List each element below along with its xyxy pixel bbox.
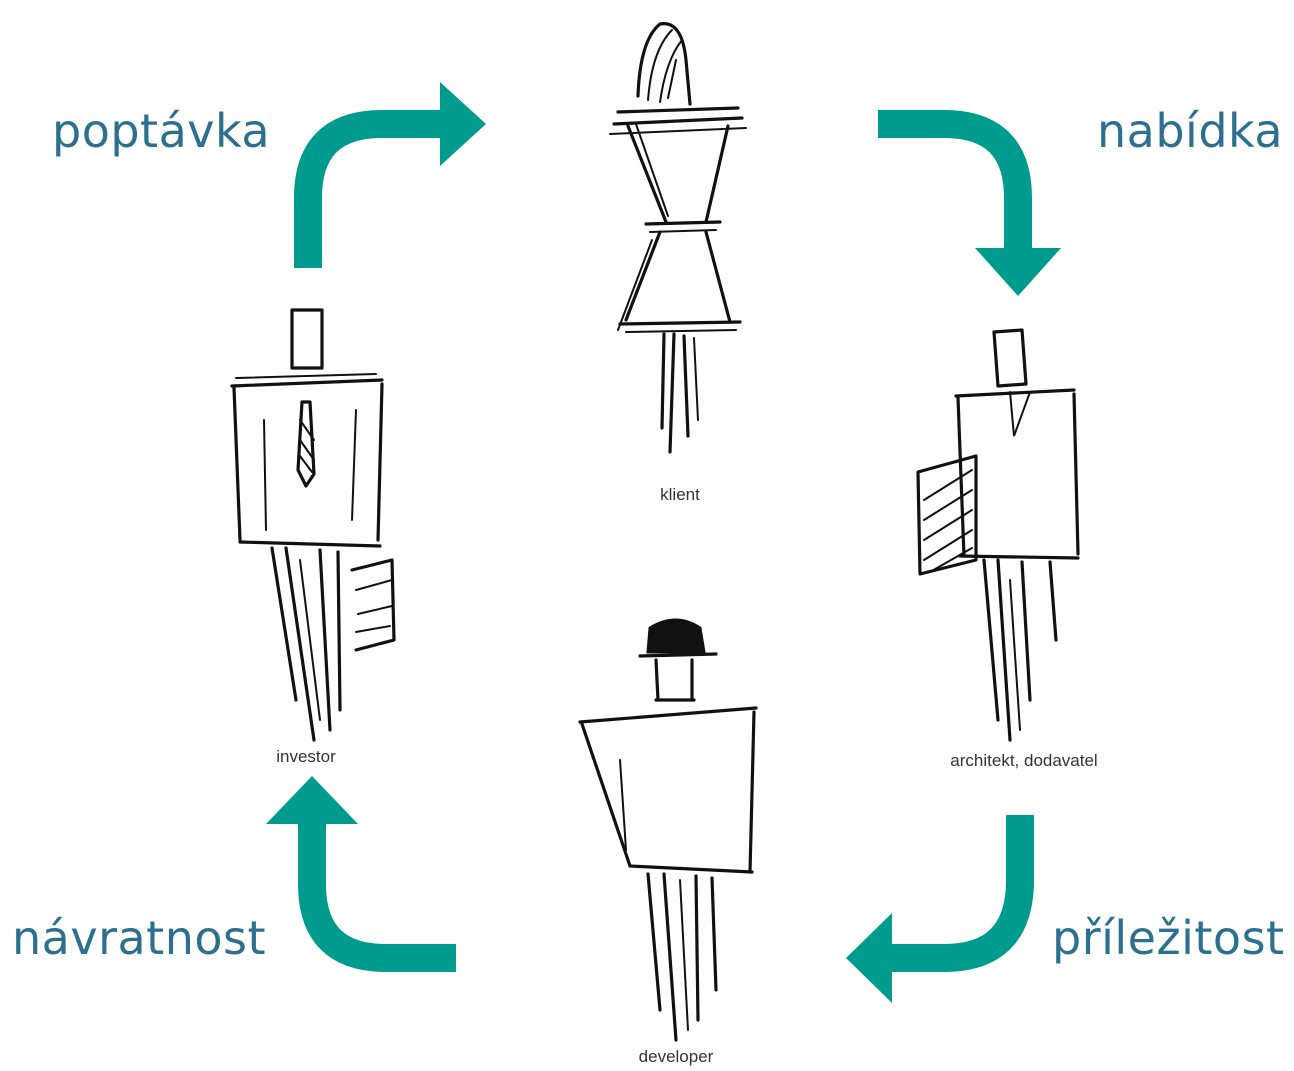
arrow-poptavka bbox=[294, 82, 486, 268]
role-label-investor: investor bbox=[276, 747, 336, 766]
arrows bbox=[266, 82, 1061, 1003]
figure-investor bbox=[230, 308, 396, 742]
role-label-architekt: architekt, dodavatel bbox=[950, 751, 1098, 770]
flow-label-nabidka: nabídka bbox=[1097, 104, 1284, 158]
figure-klient bbox=[609, 22, 747, 454]
role-label-developer: developer bbox=[638, 1047, 714, 1066]
figure-architekt bbox=[916, 328, 1080, 742]
flow-label-navratnost: návratnost bbox=[12, 911, 267, 965]
arrow-nabidka bbox=[878, 110, 1061, 296]
arrow-navratnost bbox=[266, 776, 456, 972]
figure-developer bbox=[578, 618, 758, 1042]
arrow-prilezitost bbox=[846, 815, 1034, 1003]
role-label-klient: klient bbox=[660, 485, 700, 504]
flow-label-poptavka: poptávka bbox=[52, 104, 271, 158]
flow-label-prilezitost: příležitost bbox=[1052, 911, 1285, 965]
